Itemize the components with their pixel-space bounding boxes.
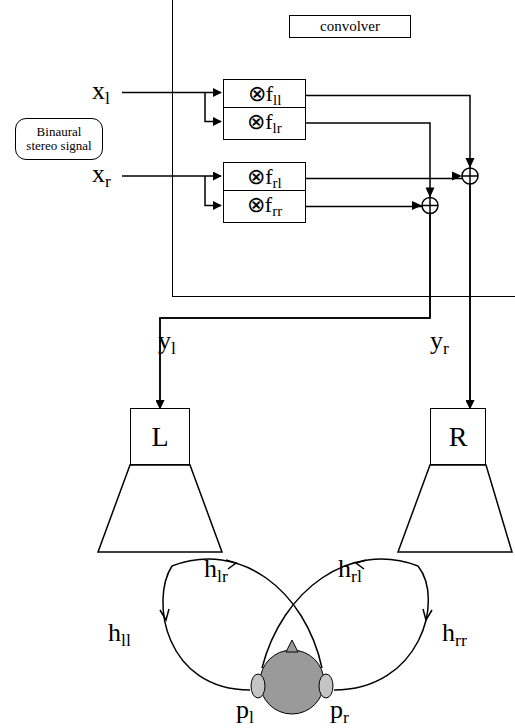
- speaker-box: R: [430, 408, 486, 465]
- speaker-cone: [98, 465, 222, 552]
- signal-connector: [160, 207, 430, 409]
- node-text: L: [151, 422, 168, 451]
- sum-junction: [422, 168, 478, 214]
- junction-arrowhead: [412, 158, 475, 210]
- source-box: Binaural stereo signal: [15, 118, 103, 160]
- node-text: Binaural stereo signal: [20, 125, 98, 152]
- box-heading: convolver: [289, 15, 411, 38]
- node-text: ⊗flr: [247, 110, 281, 137]
- signal-name: hrr: [442, 620, 467, 650]
- signal-connector: [306, 179, 470, 409]
- convolver-box: convolver ⊗fll⊗flr ⊗frl⊗frr: [172, 0, 515, 297]
- node-text: ⊗fll: [248, 82, 282, 109]
- signal-name: yl: [158, 328, 176, 358]
- signal-name: pr: [330, 697, 349, 727]
- signal-name: yr: [430, 328, 449, 358]
- filter-box: ⊗frr: [223, 190, 306, 223]
- signal-name: pl: [236, 697, 254, 727]
- signal-connector: [160, 123, 430, 408]
- node-text: R: [449, 422, 468, 451]
- filter-box: ⊗flr: [223, 107, 306, 140]
- signal-name: xr: [92, 161, 111, 191]
- signal-name: hlr: [204, 556, 228, 586]
- speaker-cone: [398, 465, 512, 552]
- node-text: ⊗frl: [247, 165, 281, 192]
- signal-name: hll: [108, 620, 131, 650]
- signal-name: xl: [92, 78, 110, 108]
- signal-connector: [306, 96, 470, 409]
- signal-name: hrl: [338, 556, 362, 586]
- node-text: ⊗frr: [247, 193, 282, 220]
- speaker-box: L: [130, 408, 190, 465]
- listener-head: [251, 640, 333, 714]
